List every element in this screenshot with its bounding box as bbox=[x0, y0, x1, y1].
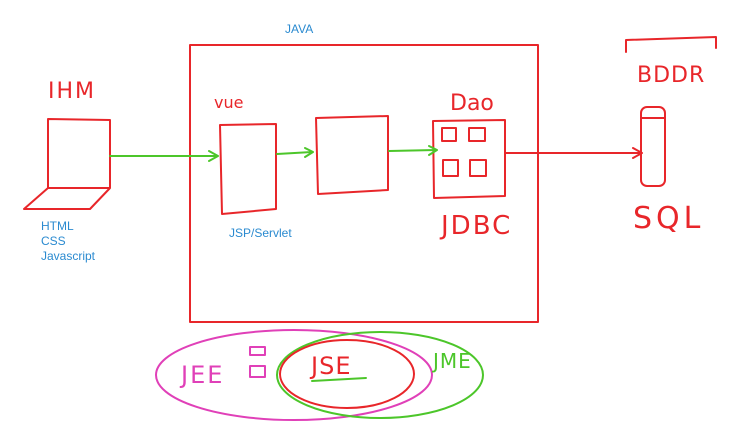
database-icon bbox=[640, 106, 666, 187]
dao-cell bbox=[442, 159, 459, 177]
dao-cell bbox=[469, 159, 487, 177]
jsp-servlet-label: JSP/Servlet bbox=[229, 226, 292, 240]
java-container-title: JAVA bbox=[285, 22, 314, 36]
jee-ellipse bbox=[155, 329, 433, 421]
client-tech-html: HTML bbox=[41, 219, 74, 233]
arrow-client-to-view bbox=[109, 150, 219, 162]
service-box bbox=[315, 115, 389, 195]
sql-label: SQL bbox=[633, 201, 704, 236]
client-tech-css: CSS bbox=[41, 234, 66, 248]
dao-cell bbox=[468, 127, 486, 142]
jee-small-box bbox=[249, 346, 266, 356]
jse-underline bbox=[311, 377, 367, 382]
java-container-box bbox=[189, 44, 539, 323]
jme-ellipse bbox=[276, 331, 484, 419]
client-tech-javascript: Javascript bbox=[41, 249, 96, 263]
laptop-icon bbox=[23, 118, 111, 210]
dao-label: Dao bbox=[450, 91, 494, 116]
bddr-bracket bbox=[625, 36, 717, 53]
jee-small-box bbox=[249, 365, 266, 378]
bddr-label: BDDR bbox=[637, 63, 705, 88]
view-box bbox=[219, 123, 277, 215]
client-label: IHM bbox=[48, 79, 96, 104]
dao-box bbox=[432, 119, 506, 199]
arrow-service-to-dao bbox=[388, 145, 438, 156]
jse-ellipse bbox=[279, 339, 415, 409]
jee-label: JEE bbox=[179, 361, 224, 389]
jdbc-label: JDBC bbox=[439, 211, 512, 241]
jse-label: JSE bbox=[309, 352, 351, 380]
arrow-view-to-service bbox=[276, 147, 314, 158]
jme-label: JME bbox=[431, 349, 472, 373]
dao-cell bbox=[441, 127, 457, 142]
view-label: vue bbox=[214, 93, 243, 112]
arrow-dao-to-db bbox=[504, 147, 643, 159]
